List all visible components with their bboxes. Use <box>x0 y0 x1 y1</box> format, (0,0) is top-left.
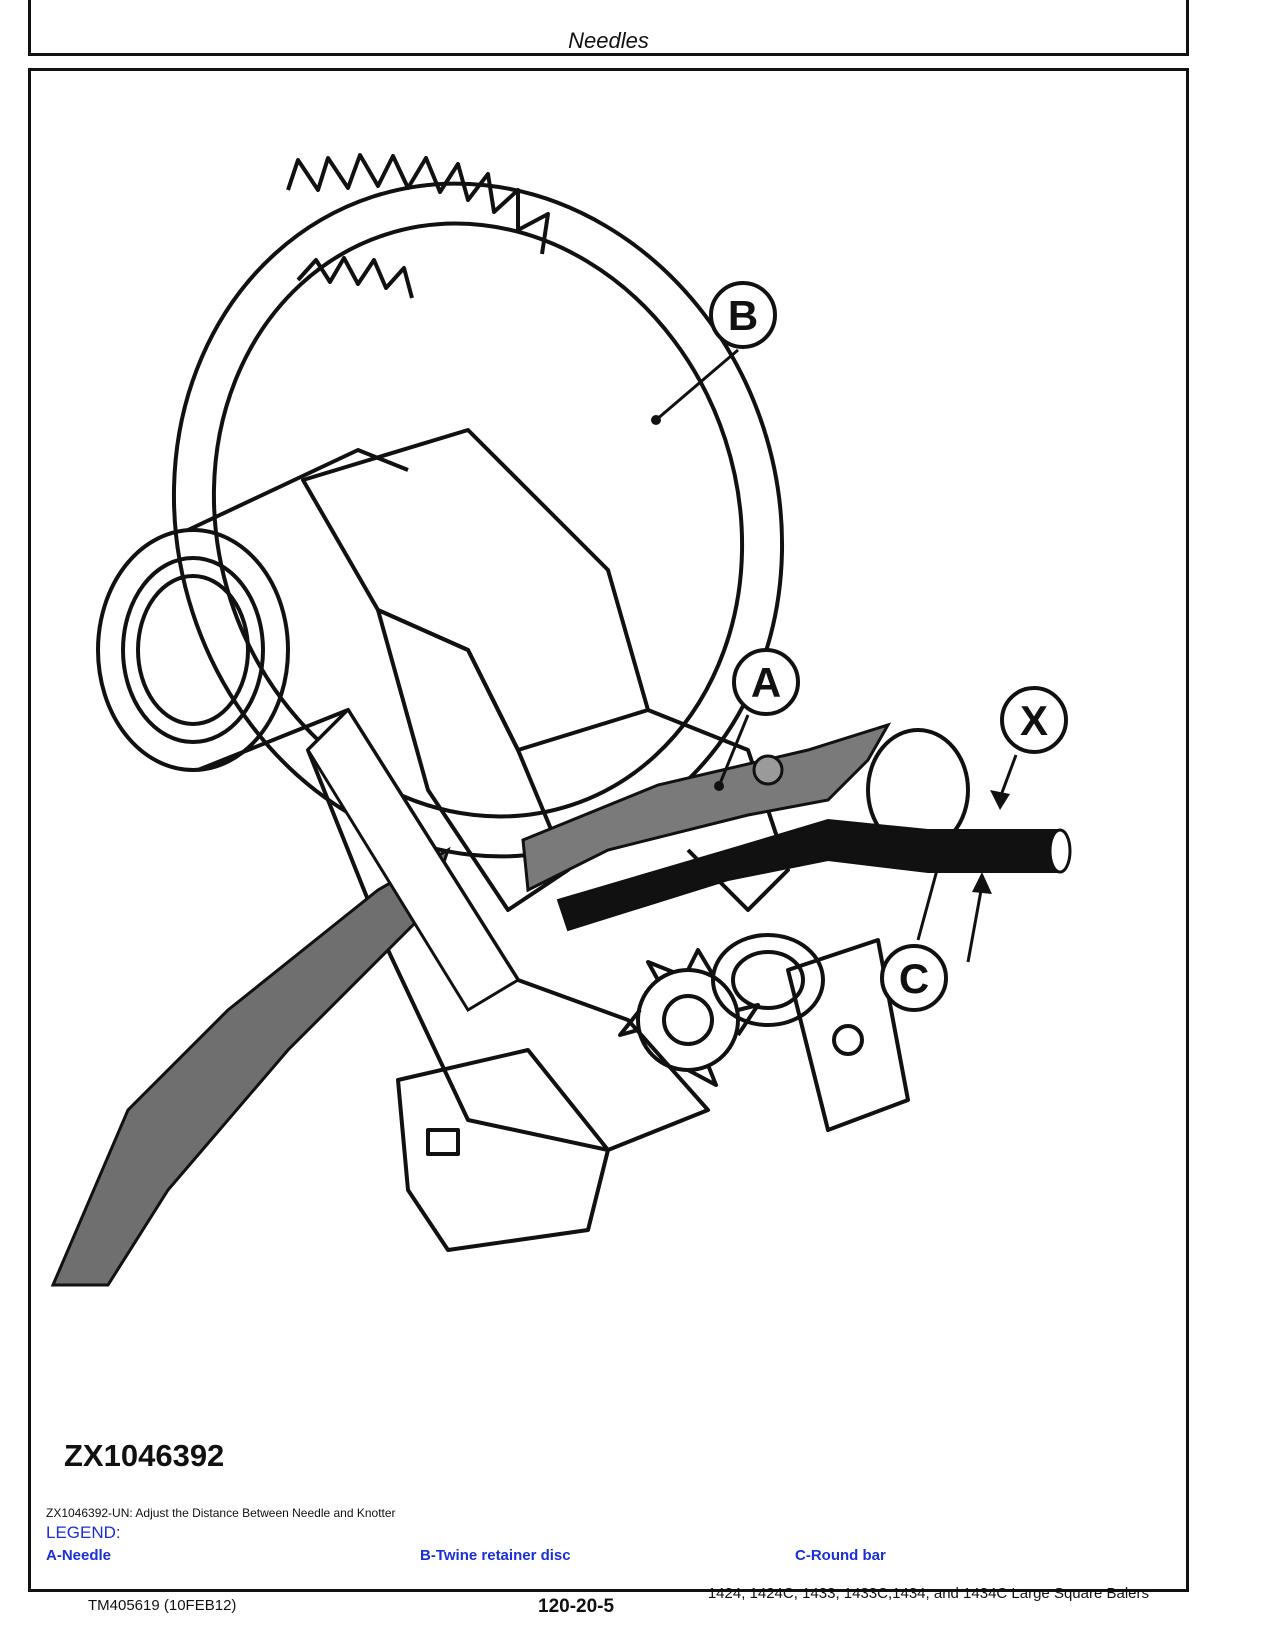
callout-x-label: X <box>1020 697 1048 744</box>
gear-teeth <box>286 153 550 255</box>
hub-bearing <box>96 528 290 772</box>
legend-item-round-bar: C-Round bar <box>795 1547 886 1564</box>
legend-item-needle: A-Needle <box>46 1547 112 1564</box>
callout-c-label: C <box>899 955 929 1002</box>
callout-b-label: B <box>728 292 758 339</box>
header-frame <box>28 0 1189 56</box>
section-title: Needles <box>568 28 649 53</box>
knotter-illustration: B A X C <box>50 153 1072 1287</box>
footer-doc-number: TM405619 (10FEB12) <box>88 1597 237 1614</box>
callout-a <box>732 648 800 716</box>
footer-model: 1424, 1424C, 1433, 1433C,1434, and 1434C… <box>707 1585 1149 1602</box>
dimension-arrow-top <box>990 790 1010 810</box>
figure-id: ZX1046392 <box>64 1438 225 1473</box>
figure-caption: ZX1046392-UN: Adjust the Distance Betwee… <box>46 1506 396 1520</box>
dimension-arrow-bottom <box>972 872 992 894</box>
callout-a-label: A <box>751 659 781 706</box>
knotter-frame <box>301 428 650 752</box>
footer-page-number: 120-20-5 <box>538 1596 615 1617</box>
needle-arm <box>50 846 451 1287</box>
callout-b <box>709 281 777 349</box>
callout-x <box>1000 686 1068 754</box>
twine-retainer-disc <box>171 181 785 859</box>
needle <box>521 722 892 893</box>
figure-frame <box>28 68 1189 1592</box>
callout-c <box>880 944 948 1012</box>
legend-item-twine-retainer-disc: B-Twine retainer disc <box>420 1547 571 1564</box>
legend-title: LEGEND: <box>46 1523 121 1542</box>
